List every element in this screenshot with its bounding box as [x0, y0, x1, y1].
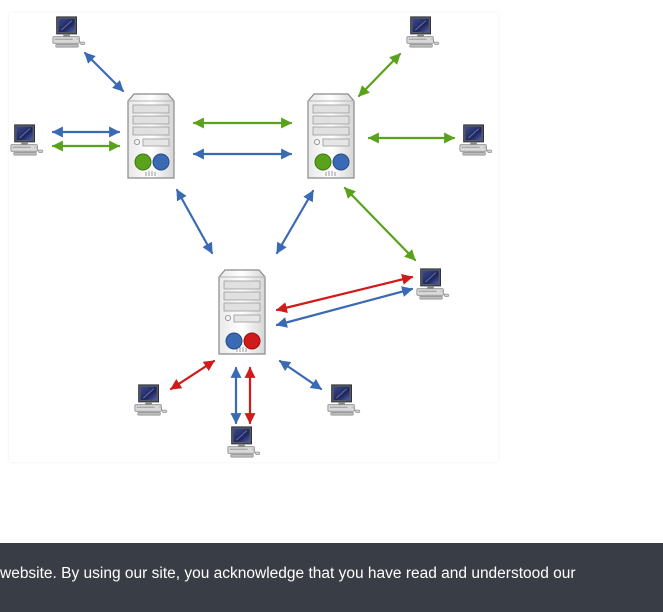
server-right-green-dot — [314, 153, 332, 171]
computer-icon-left — [10, 124, 44, 156]
computer-icon-top-right — [406, 16, 440, 48]
arrow-server-right-to-pc-topright — [357, 52, 402, 98]
server-right-blue-dot — [332, 153, 350, 171]
arrow-server-left-to-server-bottom — [175, 188, 214, 255]
computer-icon-bottom-right — [327, 384, 361, 416]
arrow-server-right-to-server-bottom — [275, 189, 315, 255]
computer-icon-bottom-left — [134, 384, 168, 416]
server-bottom-blue-dot — [225, 332, 243, 350]
computer-icon-top-left — [52, 16, 86, 48]
arrow-server-bottom-to-pc-bottomleft — [169, 359, 216, 391]
network-diagram-svg — [10, 16, 493, 458]
server-left-blue-dot — [152, 153, 170, 171]
server-left-green-dot — [134, 153, 152, 171]
cookie-banner: website. By using our site, you acknowle… — [0, 543, 663, 612]
server-bottom-red-dot — [243, 332, 261, 350]
arrow-server-bottom-to-pc-right-red — [275, 274, 414, 313]
computer-icon-bottom — [227, 426, 261, 458]
network-diagram — [9, 13, 498, 462]
arrow-pc-topleft-to-server-left — [83, 51, 125, 93]
computer-icon-right — [459, 124, 493, 156]
cookie-banner-text: website. By using our site, you acknowle… — [0, 565, 576, 582]
server-left — [127, 93, 175, 179]
computer-icon-lower-right — [416, 268, 450, 300]
arrow-server-bottom-to-pc-bottomright — [278, 359, 323, 391]
server-bottom — [218, 269, 266, 355]
server-right — [307, 93, 355, 179]
arrow-server-right-to-pc-lowerright — [343, 186, 417, 262]
